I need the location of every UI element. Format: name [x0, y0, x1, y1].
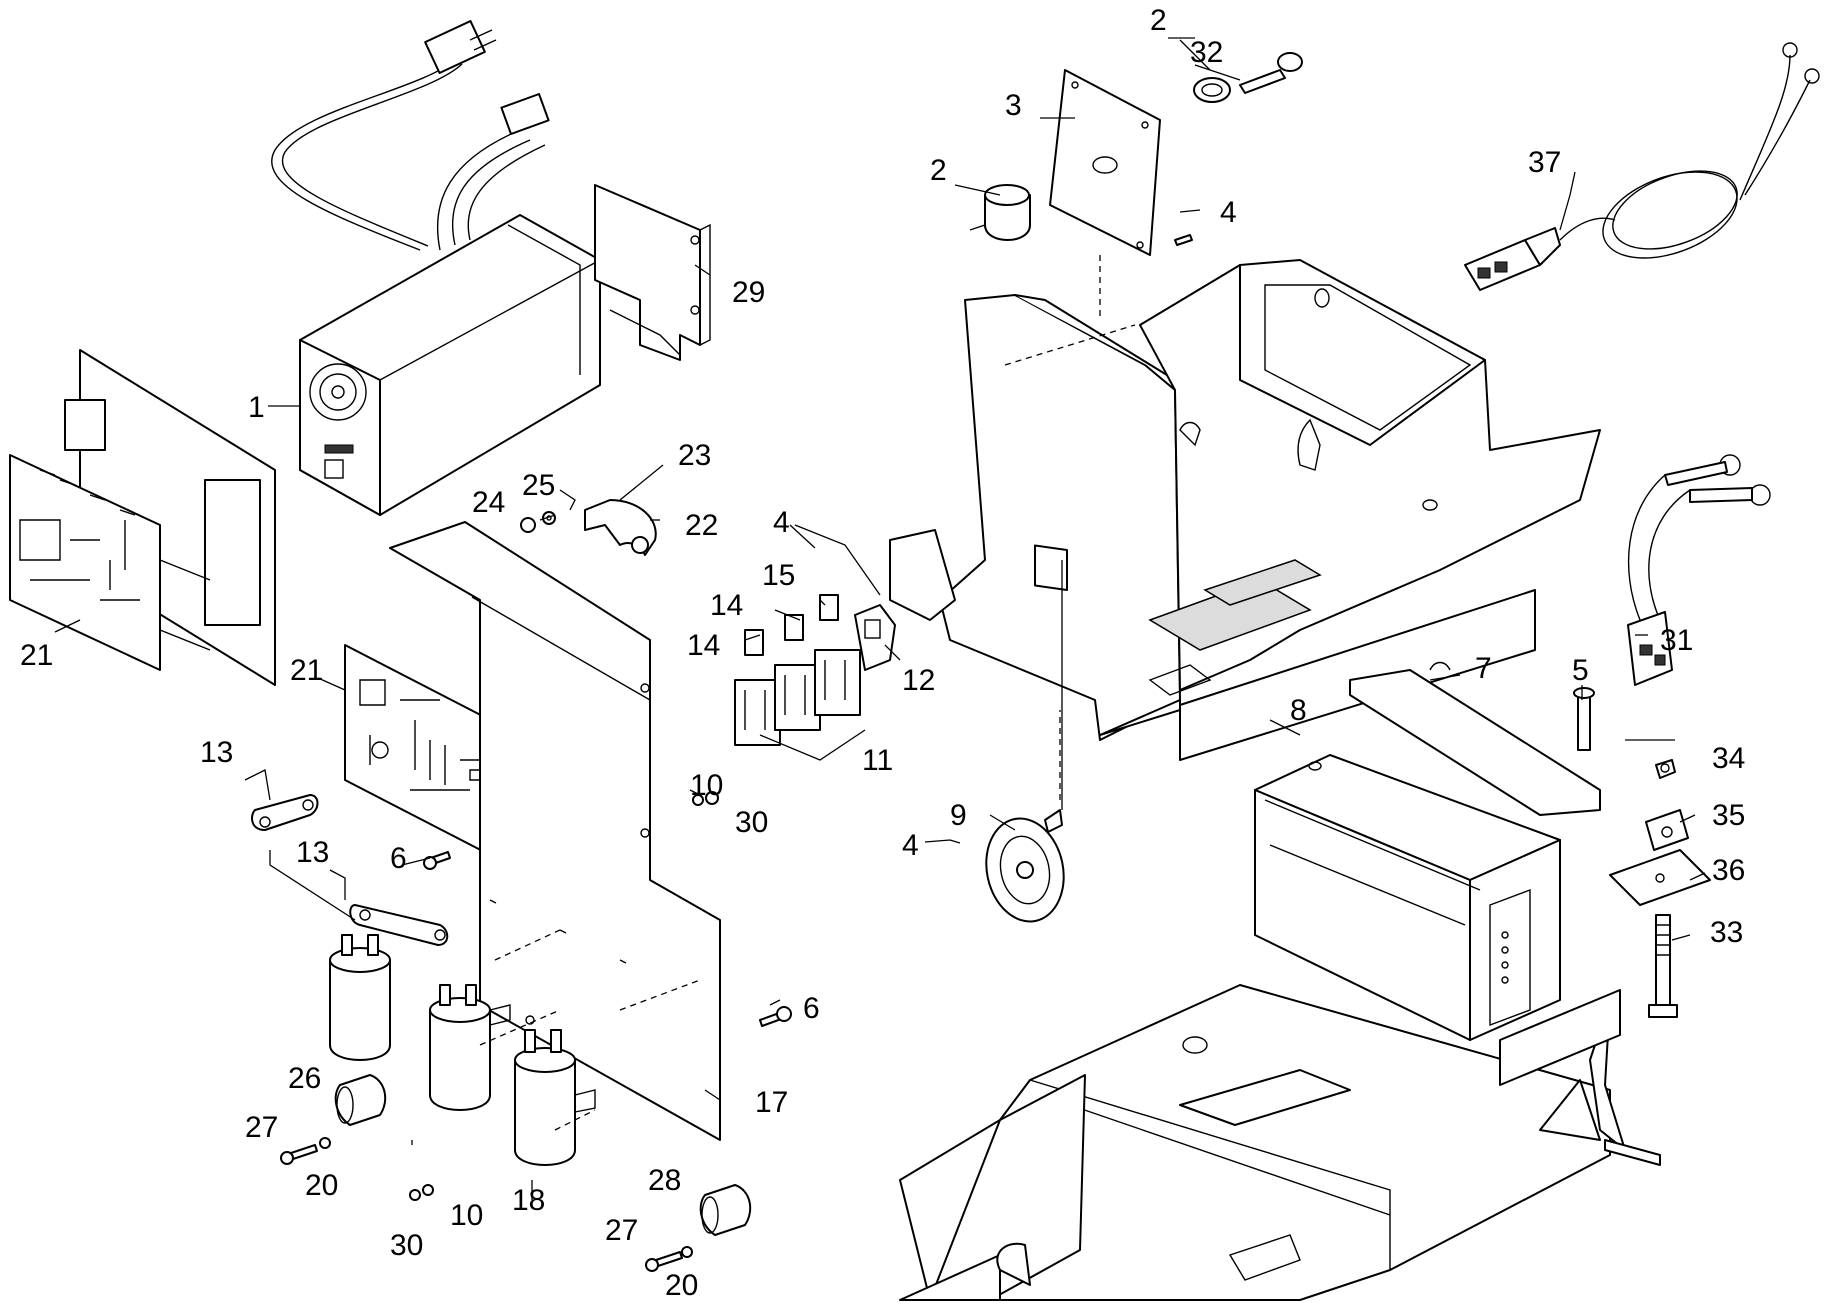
key-switch-panel — [969, 52, 1303, 256]
callout-30-lower: 30 — [390, 1229, 423, 1262]
callout-29: 29 — [732, 276, 765, 309]
contactors — [251, 794, 596, 1166]
callout-6-upper: 6 — [390, 842, 407, 875]
callout-5: 5 — [1572, 654, 1589, 687]
callout-18: 18 — [512, 1184, 545, 1217]
machine-body — [889, 259, 1601, 761]
callout-2-lower: 2 — [930, 154, 947, 187]
callout-27-right: 27 — [605, 1214, 638, 1247]
callout-3: 3 — [1005, 89, 1022, 122]
callout-36: 36 — [1712, 854, 1745, 887]
callout-10-lower: 10 — [450, 1199, 483, 1232]
battery-hardware — [1573, 687, 1711, 1018]
callout-20-left: 20 — [305, 1169, 338, 1202]
callout-7: 7 — [1475, 652, 1492, 685]
callout-labels: 1 2 2 3 4 4 4 5 6 6 7 8 9 10 10 11 12 13… — [20, 4, 1745, 1302]
callout-9: 9 — [950, 799, 967, 832]
callout-4-lower: 4 — [902, 829, 919, 862]
horn — [985, 809, 1065, 923]
callout-6-lower: 6 — [803, 992, 820, 1025]
callout-21-center: 21 — [290, 654, 323, 687]
callout-33: 33 — [1710, 916, 1743, 949]
callout-20-right: 20 — [665, 1269, 698, 1302]
charger-unit — [271, 20, 601, 516]
battery-cable — [1627, 454, 1771, 686]
callout-23: 23 — [678, 439, 711, 472]
callout-17: 17 — [755, 1086, 788, 1119]
callout-28: 28 — [648, 1164, 681, 1197]
callout-34: 34 — [1712, 742, 1745, 775]
chassis-frame — [899, 984, 1661, 1301]
callout-10-upper: 10 — [690, 769, 723, 802]
callout-32: 32 — [1190, 36, 1223, 69]
callout-22: 22 — [685, 509, 718, 542]
callout-13-lower: 13 — [296, 836, 329, 869]
callout-35: 35 — [1712, 799, 1745, 832]
callout-8: 8 — [1290, 694, 1307, 727]
control-board-assembly — [9, 349, 276, 686]
callout-37: 37 — [1528, 146, 1561, 179]
callout-11: 11 — [862, 744, 893, 777]
rubber-mounts — [280, 791, 792, 1272]
callout-14-lower: 14 — [687, 629, 720, 662]
callout-12: 12 — [902, 664, 935, 697]
callout-27-left: 27 — [245, 1111, 278, 1144]
cable-clip — [520, 499, 657, 556]
callout-31: 31 — [1660, 624, 1693, 657]
callout-2-upper: 2 — [1150, 4, 1167, 37]
leader-lines — [54, 37, 1706, 1200]
fuse-holders — [734, 594, 896, 746]
callout-25: 25 — [522, 469, 555, 502]
battery-support — [1254, 661, 1601, 1041]
mounting-bracket — [594, 184, 711, 361]
callout-15: 15 — [762, 559, 795, 592]
callout-1: 1 — [248, 391, 265, 424]
mounting-plate — [389, 521, 721, 1141]
callout-4-middle: 4 — [773, 506, 790, 539]
callout-26: 26 — [288, 1062, 321, 1095]
callout-30-upper: 30 — [735, 806, 768, 839]
control-board — [344, 644, 501, 861]
callout-13-upper: 13 — [200, 736, 233, 769]
callout-24: 24 — [472, 486, 505, 519]
charging-cable — [1464, 42, 1820, 291]
callout-14-upper: 14 — [710, 589, 743, 622]
callout-4-upper: 4 — [1220, 196, 1237, 229]
callout-21-left: 21 — [20, 639, 53, 672]
